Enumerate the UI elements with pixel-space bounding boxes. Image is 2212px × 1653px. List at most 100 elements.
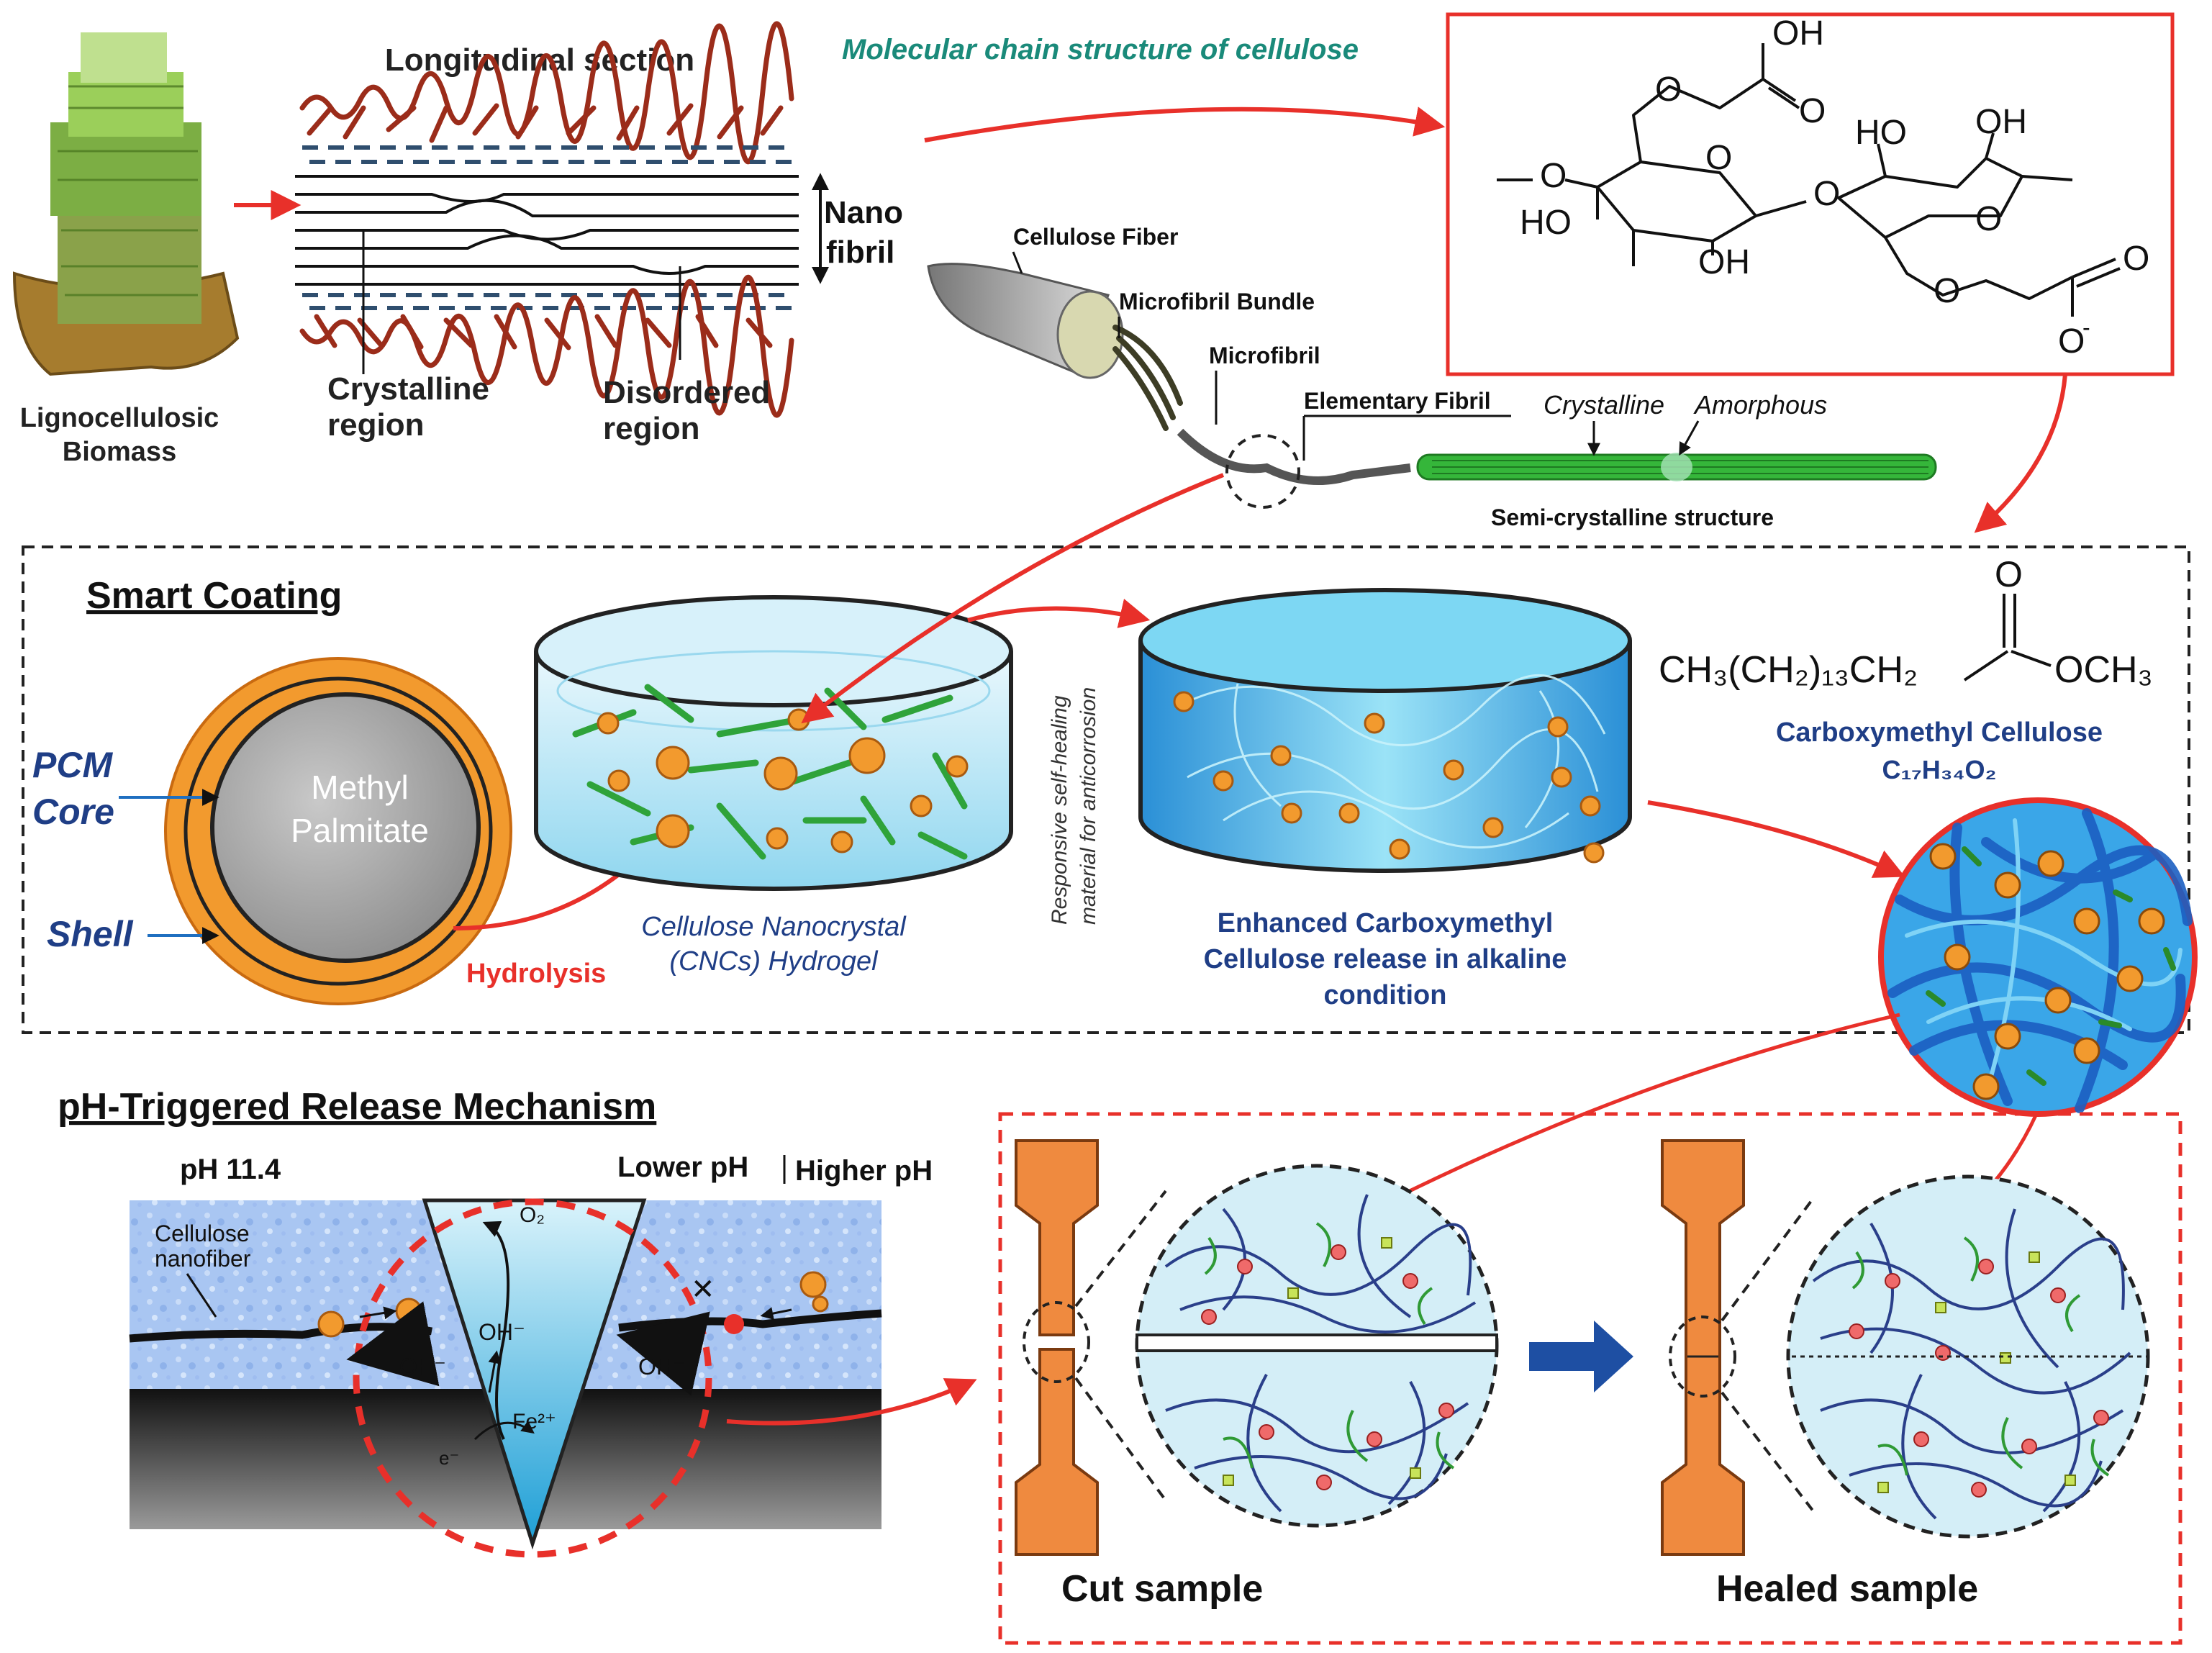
corrosion-scene xyxy=(129,1198,882,1558)
nanofibril-lines xyxy=(295,175,799,286)
ph-title: pH-Triggered Release Mechanism xyxy=(58,1086,656,1128)
o-ether-right: O xyxy=(1934,272,1960,310)
core-text-1: Methyl xyxy=(311,769,408,806)
smart-coating-title: Smart Coating xyxy=(86,575,342,617)
lignin-top-band xyxy=(299,21,794,165)
cut-zoom-line-bottom xyxy=(1074,1377,1167,1502)
methyl-palmitate-formula xyxy=(1963,594,2052,681)
nanofiber-label-1: Cellulose xyxy=(155,1220,250,1246)
oh-top: OH xyxy=(1772,14,1824,53)
shell-label: Shell xyxy=(47,914,134,954)
amorphous-label: Amorphous xyxy=(1693,390,1827,420)
oh-right: OH xyxy=(1975,103,2027,141)
oh-label-2: OH⁻ xyxy=(479,1319,525,1345)
healing-frame xyxy=(998,1112,2182,1645)
nanofibril-label-1: Nano xyxy=(824,195,903,230)
healed-zoom-line-bottom xyxy=(1721,1391,1815,1513)
arrow-release-to-network xyxy=(1647,800,1905,878)
cmc-formula: C₁₇H₃₄O₂ xyxy=(1882,755,1996,784)
core-text-2: Palmitate xyxy=(291,812,429,849)
release-label-2: Cellulose release in alkaline xyxy=(1204,944,1567,974)
pcm-label: PCM xyxy=(32,745,113,785)
semi-crystalline-label: Semi-crystalline structure xyxy=(1491,504,1774,530)
microfibril-label: Microfibril xyxy=(1209,343,1320,368)
o-ring-left: O xyxy=(1705,139,1732,177)
o-ring-right: O xyxy=(1975,200,2002,238)
molecule-box xyxy=(1446,12,2175,376)
big-process-arrow xyxy=(1529,1321,1633,1392)
cmc-network-zoom xyxy=(1878,797,2198,1117)
o-ether-left: O xyxy=(1655,71,1682,109)
arrow-fibril-to-hydrogel xyxy=(801,473,1225,724)
arrow-hydrogel-to-release xyxy=(967,598,1151,628)
cellulose-fiber-label: Cellulose Fiber xyxy=(1013,224,1178,250)
lower-ph-label: Lower pH xyxy=(617,1151,748,1183)
healed-zoom-marker xyxy=(1669,1315,1736,1398)
higher-ph-label: Higher pH xyxy=(795,1155,933,1187)
ho-left: HO xyxy=(1520,204,1572,242)
crystalline-region-label-2: region xyxy=(327,407,424,443)
crystalline-label: Crystalline xyxy=(1544,390,1664,420)
cnc-label-1: Cellulose Nanocrystal xyxy=(641,912,907,942)
nanofibril-label-2: fibril xyxy=(826,235,894,270)
blocked-mark: ✕ xyxy=(691,1274,715,1305)
ph-high-label: pH 11.4 xyxy=(180,1154,281,1185)
smart-coating-frame xyxy=(22,545,2190,1034)
healed-zoom-line-top xyxy=(1721,1197,1815,1322)
o-carbonyl: O xyxy=(1799,92,1826,130)
hemicellulose-bottom-band xyxy=(302,293,792,310)
biomass-label-2: Biomass xyxy=(63,437,176,467)
o2-label: O₂ xyxy=(520,1203,545,1227)
cut-zoom-marker xyxy=(1023,1301,1090,1383)
cut-network-circle xyxy=(1135,1164,1499,1528)
vertical-text-1: Responsive self-healing xyxy=(1048,695,1071,925)
core-label: Core xyxy=(32,792,114,832)
cmc-release-dish xyxy=(1138,588,1632,873)
arrow-network-to-cut xyxy=(1326,1013,1900,1233)
capsule-shell-inner-ring xyxy=(183,676,493,986)
electron-label: e⁻ xyxy=(439,1447,459,1469)
biomass-illustration xyxy=(12,32,240,376)
cellulose-molecule-structure xyxy=(1497,43,2121,317)
cellulose-fiber-illustration xyxy=(927,263,1937,509)
disordered-region-label-2: region xyxy=(603,411,699,446)
release-label-3: condition xyxy=(1324,980,1447,1010)
oh-bottom: OH xyxy=(1698,243,1750,281)
ho-mid: HO xyxy=(1855,114,1907,152)
fe-label: Fe²⁺ xyxy=(512,1410,556,1434)
arrow-molecule-to-cmc xyxy=(1974,373,2067,533)
oh-label-3: OH⁻ xyxy=(638,1354,685,1380)
cut-sample-label: Cut sample xyxy=(1061,1568,1263,1610)
vertical-text-2: material for anticorrosion xyxy=(1076,687,1100,925)
cut-specimen xyxy=(1015,1139,1099,1556)
molecular-chain-title: Molecular chain structure of cellulose xyxy=(842,34,1359,65)
hemicellulose-top-band xyxy=(302,145,792,164)
healed-specimen xyxy=(1661,1139,1745,1556)
cnc-label-2: (CNCs) Hydrogel xyxy=(669,946,879,977)
o-right-carbonyl: O xyxy=(2123,240,2149,278)
arrow-to-molecule xyxy=(924,107,1446,142)
microfibril-bundle-label: Microfibril Bundle xyxy=(1119,289,1315,314)
formula-main: CH₃(CH₂)₁₃CH₂ xyxy=(1659,649,1918,691)
biomass-label-1: Lignocellulosic xyxy=(20,403,219,433)
arrow-scene-to-healing xyxy=(726,1378,977,1426)
formula-tail: OCH₃ xyxy=(2054,649,2153,691)
o-minus: O xyxy=(2058,322,2085,361)
disordered-region-label-1: Disordered xyxy=(603,375,770,410)
molecule-atom-labels: OH O O O O HO OH HO OH O O O O - O xyxy=(1520,14,2149,361)
cnc-hydrogel-dish xyxy=(534,595,1013,891)
crystalline-region-label-1: Crystalline xyxy=(327,371,489,407)
hydrolysis-label: Hydrolysis xyxy=(466,959,606,989)
oh-label-1: OH⁻ xyxy=(399,1354,446,1380)
nanofiber-leader xyxy=(186,1273,217,1318)
zoom-circle xyxy=(1225,434,1300,509)
o-link: O xyxy=(1813,175,1840,213)
lignin-bottom-band xyxy=(299,274,794,418)
cut-zoom-line-top xyxy=(1074,1190,1167,1308)
o-ether-far-left: O xyxy=(1540,157,1567,195)
formula-carbonyl-o: O xyxy=(1995,554,2023,594)
nanofiber-label-2: nanofiber xyxy=(155,1246,251,1272)
capsule-core xyxy=(210,692,481,963)
healed-sample-label: Healed sample xyxy=(1716,1568,1978,1610)
